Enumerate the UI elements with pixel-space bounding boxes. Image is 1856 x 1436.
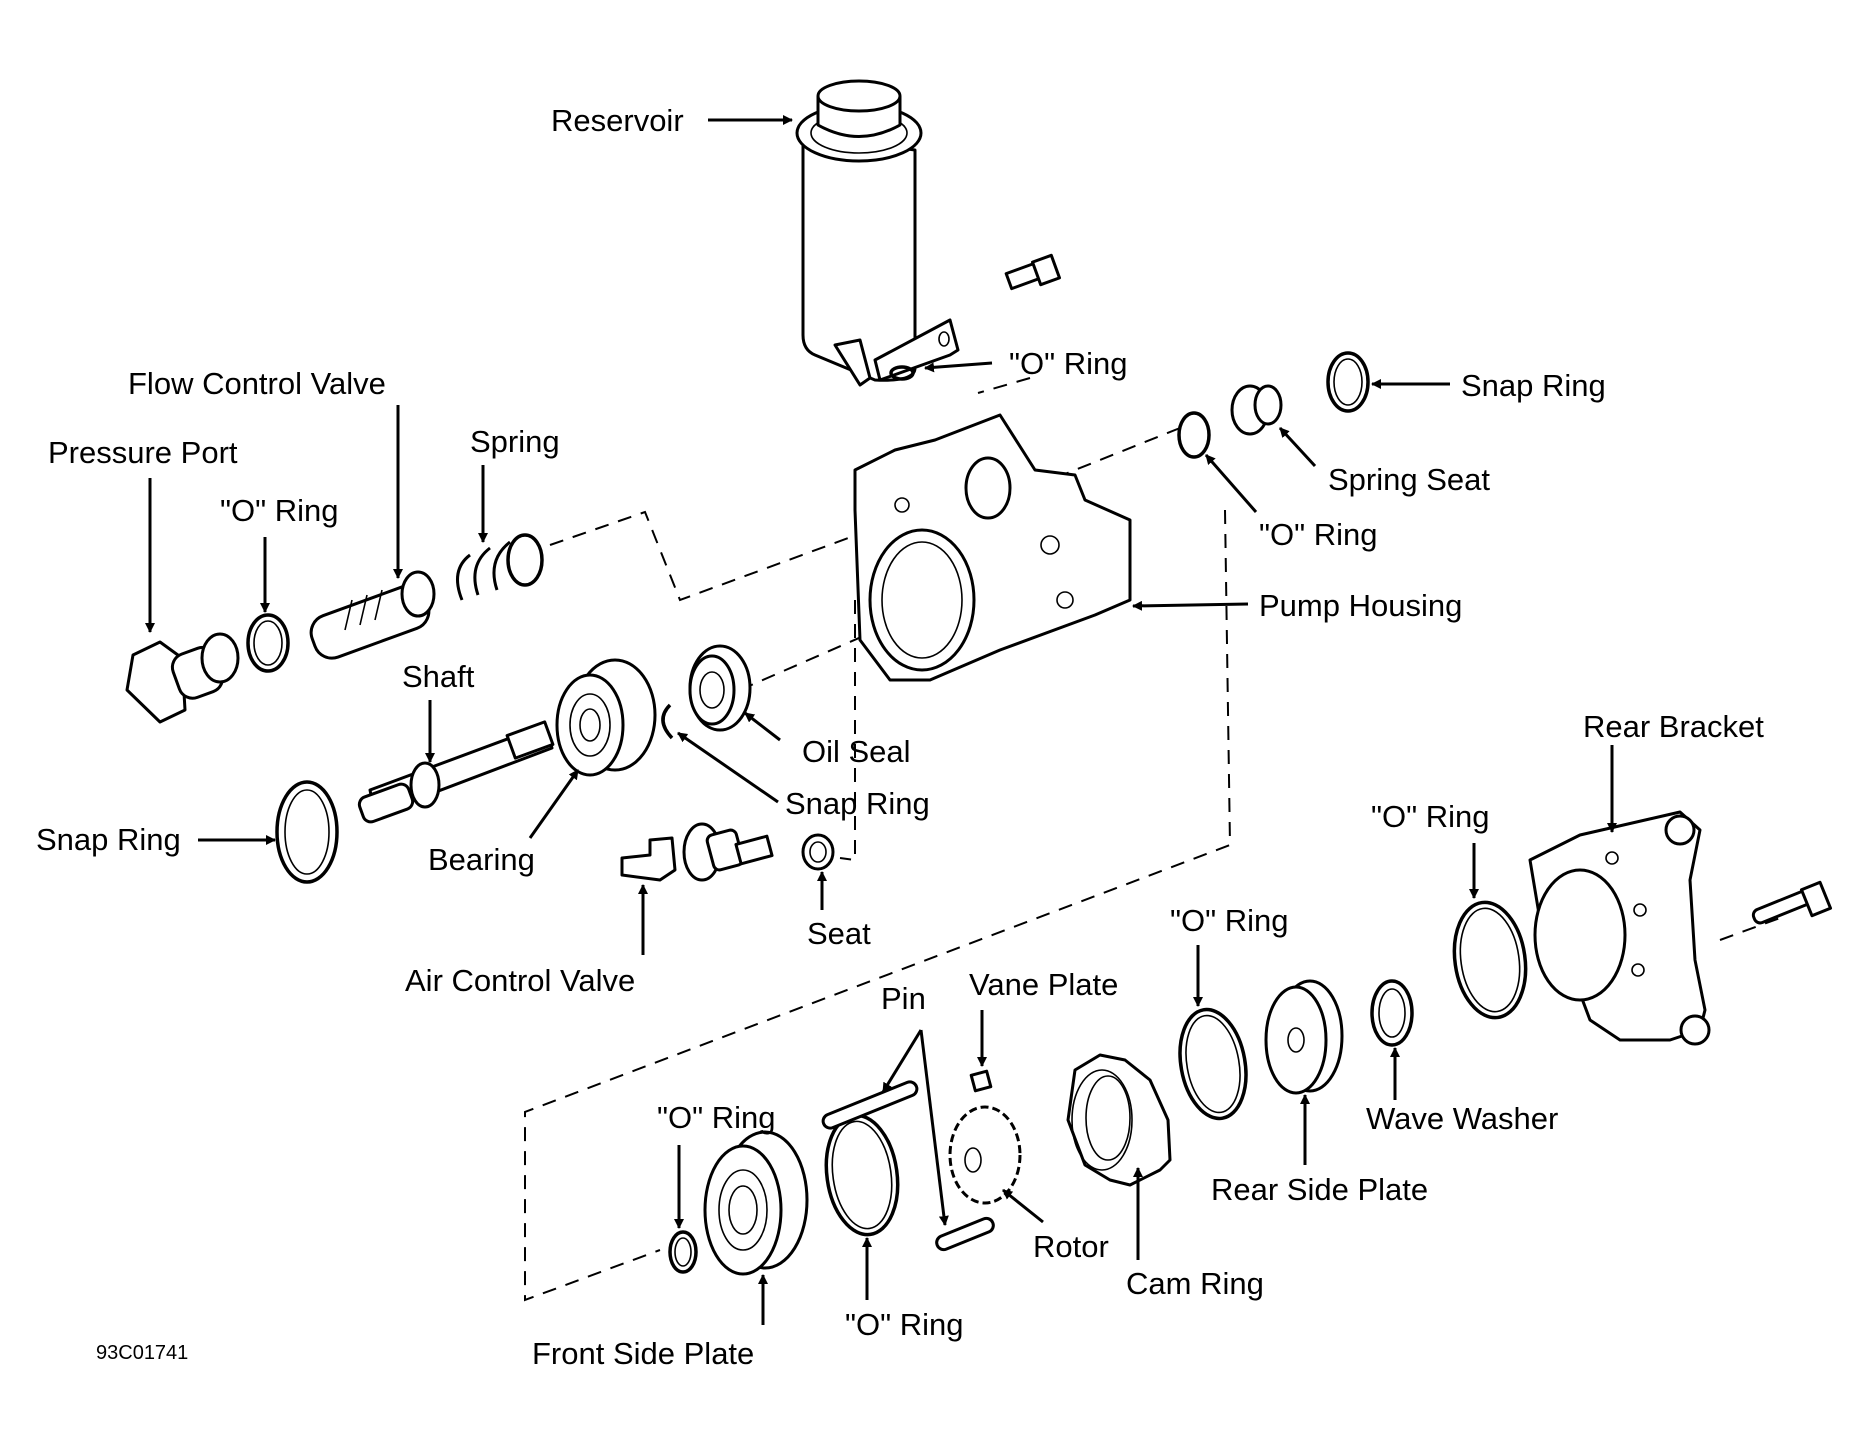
- spring-part: [456, 533, 544, 601]
- label-bearing: Bearing: [428, 842, 535, 877]
- front-o-ring-large-part: [824, 1113, 900, 1237]
- rear-bracket-bolt: [1751, 880, 1833, 925]
- labels: Reservoir "O" Ring Snap Ring Flow Contro…: [36, 103, 1764, 1371]
- seat-part: [801, 833, 835, 871]
- label-pressure-port-o-ring: "O" Ring: [220, 493, 339, 528]
- snap-ring-top-part: [1326, 351, 1370, 413]
- label-shaft: Shaft: [402, 659, 475, 694]
- rear-o-ring-part: [1452, 900, 1528, 1020]
- shaft-part: [357, 720, 555, 824]
- pin-parts: [821, 1080, 995, 1252]
- reservoir-o-ring: [889, 365, 915, 381]
- label-rear-side-plate: Rear Side Plate: [1211, 1172, 1428, 1207]
- label-snap-ring-oil-seal: Snap Ring: [785, 786, 930, 821]
- label-flow-control-valve: Flow Control Valve: [128, 366, 386, 401]
- pressure-port-o-ring-part: [246, 613, 290, 673]
- label-rotor: Rotor: [1033, 1229, 1109, 1264]
- label-air-control-valve: Air Control Valve: [405, 963, 635, 998]
- rear-side-plate-part: [1264, 979, 1344, 1095]
- label-vane-plate: Vane Plate: [969, 967, 1118, 1002]
- front-o-ring-small-part: [668, 1230, 698, 1274]
- label-front-o-ring-small: "O" Ring: [657, 1100, 776, 1135]
- bearing-part: [555, 658, 657, 777]
- label-pin: Pin: [881, 981, 926, 1016]
- label-front-o-ring-large: "O" Ring: [845, 1307, 964, 1342]
- pressure-port-part: [125, 632, 240, 724]
- label-pump-housing: Pump Housing: [1259, 588, 1462, 623]
- label-pressure-port: Pressure Port: [48, 435, 238, 470]
- air-control-valve-part: [620, 822, 774, 882]
- leader-arrows: [145, 115, 1617, 1325]
- label-spring-seat: Spring Seat: [1328, 462, 1490, 497]
- label-snap-ring-top: Snap Ring: [1461, 368, 1606, 403]
- housing-o-ring: [1177, 411, 1211, 459]
- pump-housing-part: [853, 413, 1132, 682]
- vane-plate-part: [969, 1069, 993, 1093]
- spring-seat-part: [1230, 384, 1283, 436]
- snap-ring-oil-seal-part: [661, 703, 674, 740]
- reservoir-part: [795, 79, 960, 387]
- label-housing-o-ring: "O" Ring: [1259, 517, 1378, 552]
- label-rear-bracket-o-ring: "O" Ring: [1371, 799, 1490, 834]
- reservoir-bolt: [1004, 253, 1062, 291]
- snap-ring-left-part: [275, 780, 339, 884]
- cam-ring-part: [1066, 1053, 1172, 1187]
- cam-o-ring-part: [1178, 1007, 1248, 1121]
- label-snap-ring-left: Snap Ring: [36, 822, 181, 857]
- rear-bracket-part: [1528, 810, 1711, 1046]
- label-seat: Seat: [807, 916, 871, 951]
- wave-washer-part: [1370, 979, 1414, 1047]
- label-cam-ring: Cam Ring: [1126, 1266, 1264, 1301]
- label-reservoir: Reservoir: [551, 103, 684, 138]
- rotor-part: [948, 1105, 1022, 1205]
- label-spring: Spring: [470, 424, 560, 459]
- label-front-side-plate: Front Side Plate: [532, 1336, 754, 1371]
- label-rear-bracket: Rear Bracket: [1583, 709, 1764, 744]
- label-wave-washer: Wave Washer: [1366, 1101, 1558, 1136]
- label-reservoir-o-ring: "O" Ring: [1009, 346, 1128, 381]
- label-oil-seal: Oil Seal: [802, 734, 911, 769]
- front-side-plate-part: [703, 1130, 809, 1276]
- flow-control-valve-part: [309, 570, 436, 660]
- label-cam-o-ring: "O" Ring: [1170, 903, 1289, 938]
- oil-seal-part: [688, 644, 752, 732]
- figure-code: 93C01741: [96, 1342, 188, 1364]
